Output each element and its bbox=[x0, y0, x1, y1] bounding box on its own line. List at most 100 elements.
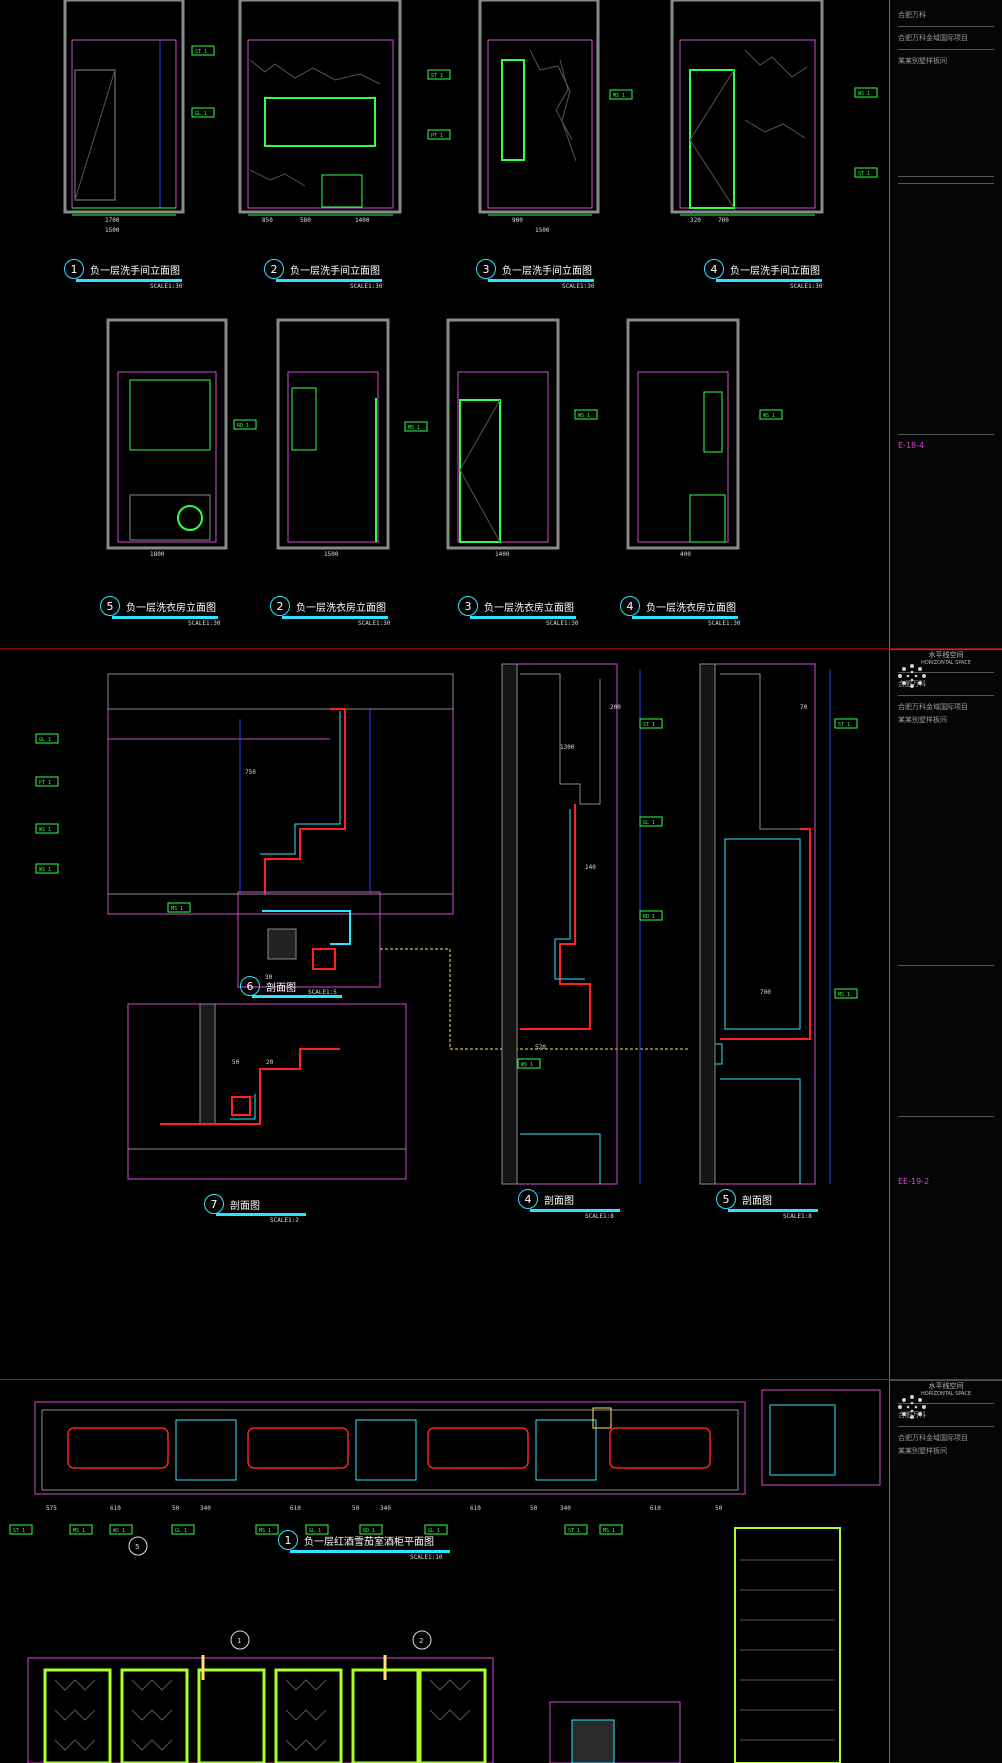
material-tags-row2: RD 1 MS 1 WS 1 WS 1 bbox=[233, 409, 783, 432]
dim-label: 340 bbox=[560, 1505, 571, 1512]
view-number: 7 bbox=[204, 1194, 224, 1214]
dim-label: 850 bbox=[262, 217, 273, 224]
marker-label: 2 bbox=[419, 1637, 423, 1645]
view-title: 负一层红酒雪茄室酒柜平面图 bbox=[304, 1536, 434, 1548]
view-scale: SCALE1:8 bbox=[585, 1213, 614, 1220]
title-block: 水平线空间 HORIZONTAL SPACE 合肥万科 合肥万科金域国际项目 某… bbox=[889, 1380, 1002, 1763]
dim-label: 50 bbox=[232, 1059, 240, 1066]
dim-label: 1400 bbox=[495, 551, 510, 558]
dim-label: 1500 bbox=[105, 227, 120, 234]
tag-label: MS 1 bbox=[259, 1528, 271, 1534]
dim-label: 610 bbox=[290, 1505, 301, 1512]
tag-label: RD 1 bbox=[643, 914, 655, 920]
sheet-wine-cabinet: 575 610 50 340 610 50 340 610 50 340 610… bbox=[0, 1380, 1002, 1763]
dim-label: 610 bbox=[110, 1505, 121, 1512]
view-underline bbox=[76, 279, 182, 282]
tb-scope: 某某别墅样板间 bbox=[898, 57, 947, 65]
view-number: 3 bbox=[476, 259, 496, 279]
tb-divider bbox=[898, 965, 994, 966]
brand-name: 水平线空间 bbox=[928, 1382, 964, 1390]
elevation-5-laundry bbox=[106, 318, 228, 550]
view-underline bbox=[488, 279, 594, 282]
view-scale: SCALE1:30 bbox=[546, 620, 579, 627]
view-number: 1 bbox=[278, 1530, 298, 1550]
tag-label: WS 1 bbox=[578, 413, 590, 419]
tb-project-sub: 合肥万科金域国际项目 bbox=[898, 703, 968, 711]
view-label: 7 剖面图 bbox=[204, 1194, 260, 1214]
view-underline bbox=[282, 616, 388, 619]
tb-divider bbox=[898, 1116, 994, 1117]
tag-label: GL 1 bbox=[309, 1528, 321, 1534]
view-number: 2 bbox=[270, 596, 290, 616]
view-underline bbox=[112, 616, 218, 619]
dim-label: 1300 bbox=[560, 744, 575, 751]
view-label: 2 负一层洗衣房立面图 bbox=[270, 596, 386, 616]
view-number: 1 bbox=[64, 259, 84, 279]
view-label: 2 负一层洗手间立面图 bbox=[264, 259, 380, 279]
tag-label: MS 1 bbox=[838, 992, 850, 998]
title-block: 水平线空间 HORIZONTAL SPACE 合肥万科 合肥万科金域国际项目 某… bbox=[889, 649, 1002, 1379]
sheet3-drawing: 575 610 50 340 610 50 340 610 50 340 610… bbox=[9, 1389, 881, 1763]
dim-label: 30 bbox=[265, 974, 273, 981]
dim-label: 750 bbox=[245, 769, 256, 776]
view-label: 1 负一层红酒雪茄室酒柜平面图 bbox=[278, 1530, 434, 1550]
view-title: 剖面图 bbox=[266, 982, 296, 994]
view-underline bbox=[290, 1550, 450, 1553]
plan-dims: 575 610 50 340 610 50 340 610 50 340 610… bbox=[46, 1505, 723, 1512]
marker-label: 1 bbox=[237, 1637, 241, 1645]
tag-label: GL 1 bbox=[643, 820, 655, 826]
dim-label: 340 bbox=[380, 1505, 391, 1512]
dim-label: 50 bbox=[715, 1505, 723, 1512]
dim-label: 1400 bbox=[355, 217, 370, 224]
dim-label: 70 bbox=[800, 704, 808, 711]
material-tags-sheet2: GL 1 PT 1 WS 1 WS 1 MS 1 WS 1 ST 1 GL 1 … bbox=[35, 718, 858, 1069]
tb-divider bbox=[898, 695, 994, 696]
view-underline bbox=[252, 995, 342, 998]
section-marker-5: 5 bbox=[128, 1536, 148, 1556]
dim-label: 20 bbox=[266, 1059, 274, 1066]
view-title: 负一层洗衣房立面图 bbox=[126, 602, 216, 614]
tag-label: MS 1 bbox=[603, 1528, 615, 1534]
wine-cabinet-plan bbox=[34, 1401, 746, 1495]
dim-label: 340 bbox=[200, 1505, 211, 1512]
dim-label: 700 bbox=[760, 989, 771, 996]
dim-label: 200 bbox=[610, 704, 621, 711]
view-number: 2 bbox=[264, 259, 284, 279]
tag-label: ST 1 bbox=[858, 171, 870, 177]
tb-divider bbox=[898, 176, 994, 177]
section-7-detail bbox=[237, 891, 381, 988]
tb-divider bbox=[898, 672, 994, 673]
dim-label: 610 bbox=[650, 1505, 661, 1512]
dim-label: 50 bbox=[352, 1505, 360, 1512]
tag-label: GL 1 bbox=[428, 1528, 440, 1534]
view-scale: SCALE1:5 bbox=[308, 989, 337, 996]
view-scale: SCALE1:30 bbox=[562, 283, 595, 290]
tb-project: 合肥万科 bbox=[898, 11, 926, 19]
tag-label: ST 1 bbox=[838, 722, 850, 728]
wine-cabinet-elevation bbox=[27, 1655, 494, 1763]
view-label: 5 负一层洗衣房立面图 bbox=[100, 596, 216, 616]
view-title: 剖面图 bbox=[742, 1195, 772, 1207]
dim-label: 900 bbox=[512, 217, 523, 224]
tb-drawing-number: EE-19-2 bbox=[898, 1177, 930, 1186]
tb-divider bbox=[898, 26, 994, 27]
section-marker-1: 1 bbox=[230, 1630, 250, 1650]
elevation-3 bbox=[478, 0, 600, 214]
view-scale: SCALE1:30 bbox=[358, 620, 391, 627]
dim-label: 520 bbox=[535, 1044, 546, 1051]
view-number: 4 bbox=[620, 596, 640, 616]
tb-divider bbox=[898, 434, 994, 435]
brand-logo-icon bbox=[898, 664, 926, 688]
view-title: 剖面图 bbox=[544, 1195, 574, 1207]
view-label: 4 剖面图 bbox=[518, 1189, 574, 1209]
tag-label: MS 1 bbox=[171, 906, 183, 912]
sheet-divider bbox=[0, 648, 1002, 649]
material-tags-row1: ST 1 GL 1 ST 1 PT 1 MS 1 WS 1 ST 1 bbox=[191, 45, 878, 178]
view-title: 负一层洗手间立面图 bbox=[730, 265, 820, 277]
dim-label: 610 bbox=[470, 1505, 481, 1512]
tag-label: ST 1 bbox=[431, 73, 443, 79]
view-underline bbox=[470, 616, 576, 619]
view-title: 负一层洗衣房立面图 bbox=[484, 602, 574, 614]
sheet2-drawing: 750 30 1300 50 20 140 200 520 700 70 GL … bbox=[35, 663, 858, 1185]
view-label: 4 负一层洗手间立面图 bbox=[704, 259, 820, 279]
